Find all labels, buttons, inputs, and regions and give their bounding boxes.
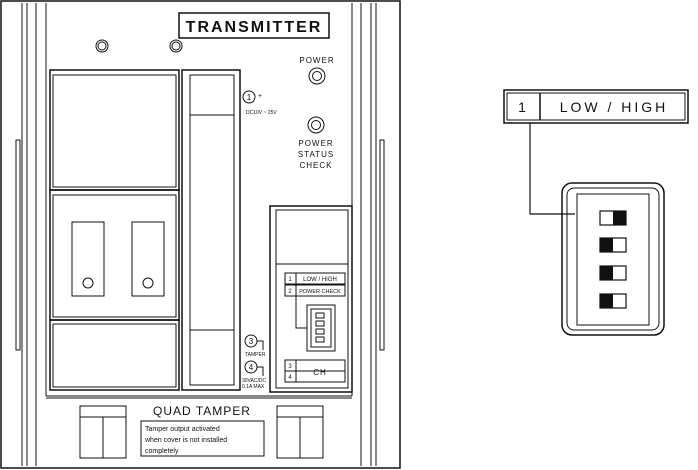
housing-outer — [0, 0, 401, 469]
lower-block — [49, 319, 180, 391]
quad-tamper-label: QUAD TAMPER — [153, 404, 251, 418]
callout-dip-switch-outer — [561, 182, 665, 336]
tamper-note-line-3: completely — [145, 448, 179, 455]
switch-row-4-number: 4 — [288, 375, 292, 381]
tamper-note-box — [140, 420, 265, 457]
dip-switch-3-knob — [600, 266, 613, 280]
slot-right — [131, 221, 165, 297]
mount-hole-right — [169, 39, 183, 53]
terminal-3-number: 3 — [249, 337, 254, 346]
terminal-4-number: 4 — [249, 363, 254, 372]
callout-label: LOW / HIGH — [560, 99, 669, 115]
switch-row-2-number: 2 — [288, 289, 292, 295]
center-channel — [181, 69, 241, 391]
switch-row-1-number: 1 — [288, 277, 292, 283]
switch-row-1-label: LOW / HIGH — [303, 277, 337, 283]
terminal-1-text: DC10V ~ 25V — [246, 110, 277, 116]
callout-number: 1 — [518, 99, 526, 115]
status-check-button — [307, 116, 325, 134]
switch-row-2-label: POWER CHECK — [299, 289, 341, 295]
status-label-3: CHECK — [299, 161, 332, 170]
terminal-4-text-2: 0.1A MAX — [242, 384, 265, 390]
terminal-3-text: TAMPER — [245, 352, 266, 358]
dip-switch-1-knob — [613, 211, 626, 225]
upper-block — [49, 69, 180, 191]
callout-switches — [599, 210, 627, 309]
tamper-note-line-2: when cover is not installed — [144, 437, 227, 444]
power-led — [308, 67, 326, 85]
control-board — [269, 205, 353, 393]
callout-label-box — [503, 89, 689, 124]
middle-block — [49, 189, 180, 321]
status-label-1: POWER — [298, 139, 333, 148]
switch-row-3-number: 3 — [288, 364, 292, 370]
terminal-4-text-1: 30VAC/DC — [242, 378, 266, 384]
channel-label: CH — [313, 368, 327, 377]
dip-switch-2-knob — [600, 238, 613, 252]
title-box — [178, 12, 330, 39]
dip-switch-4-knob — [600, 294, 613, 308]
terminal-1-sign: + — [258, 93, 262, 100]
tamper-note-line-1: Tamper output activated — [145, 426, 220, 433]
mount-hole-left — [95, 39, 109, 53]
power-label: POWER — [299, 56, 334, 65]
device-title: TRANSMITTER — [186, 19, 323, 36]
slot-left — [71, 221, 105, 297]
status-label-2: STATUS — [298, 150, 334, 159]
terminal-1-number: 1 — [247, 93, 252, 102]
